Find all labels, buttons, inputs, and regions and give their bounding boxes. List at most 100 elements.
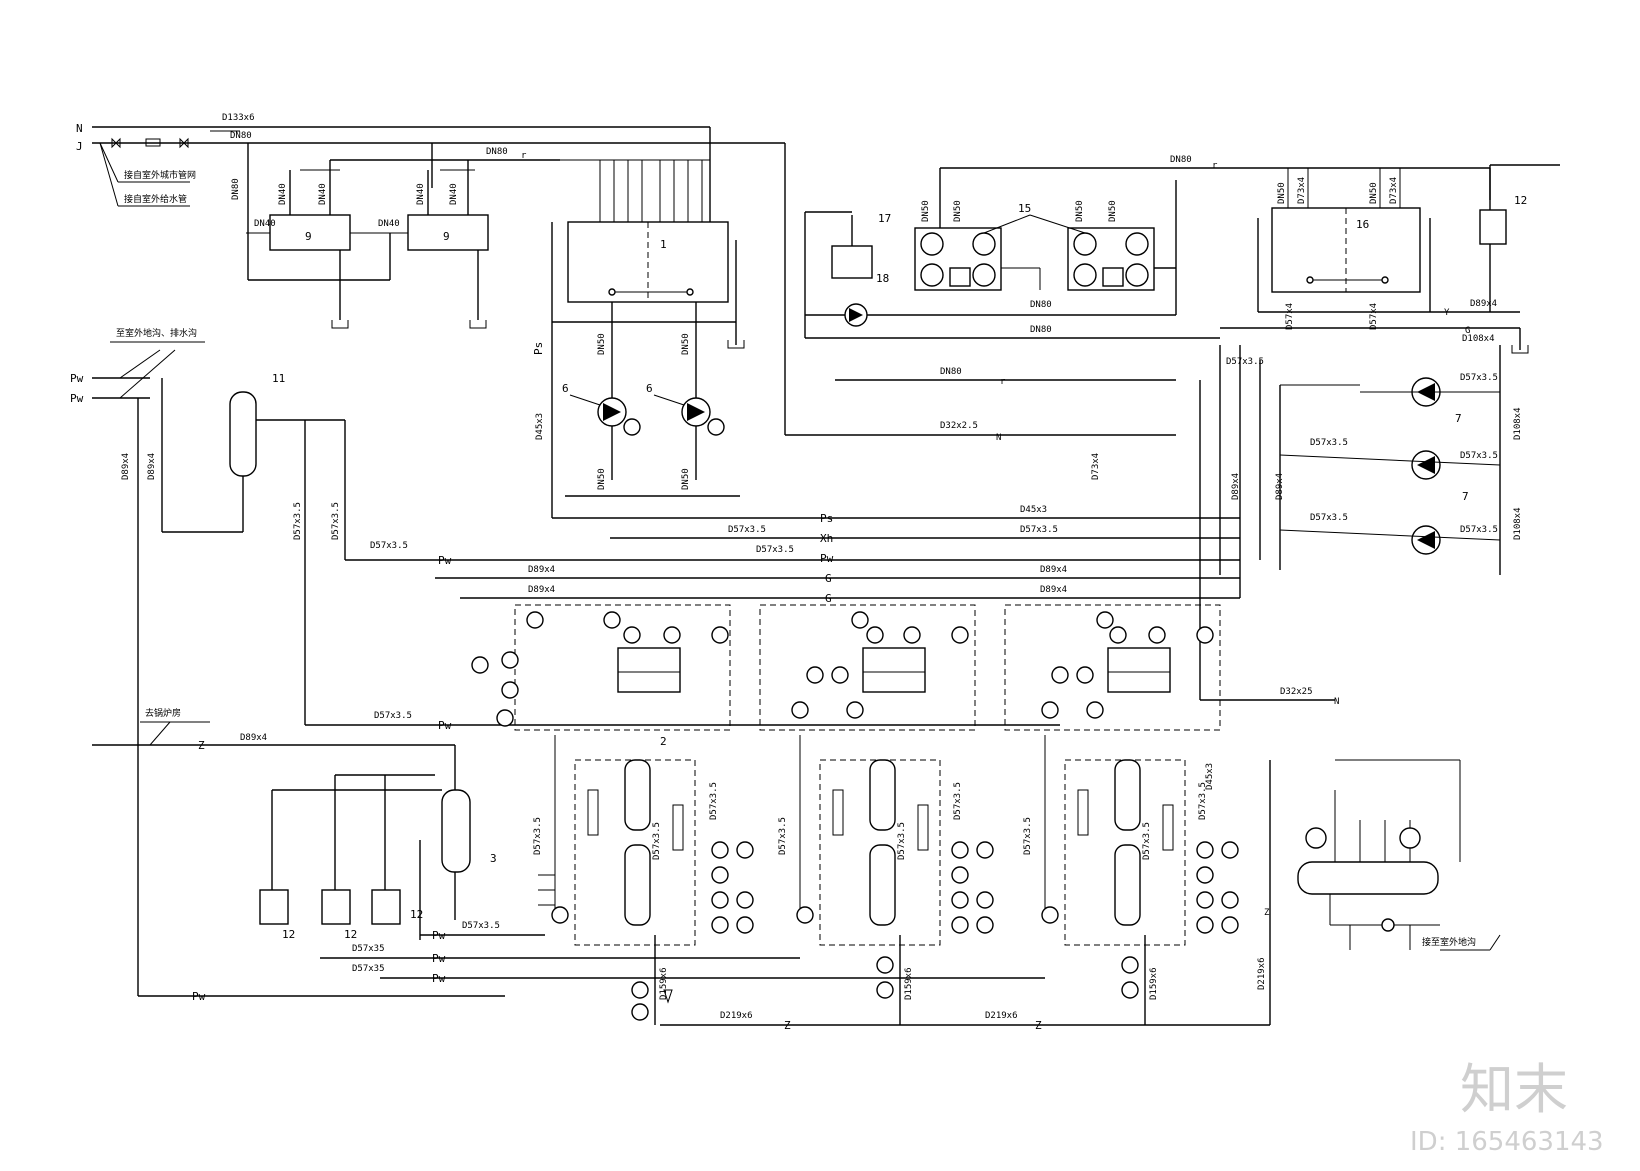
heater-12a xyxy=(259,889,289,925)
pipe-spec-d89-h3: D89x4 xyxy=(528,585,555,595)
note-connect-trench: 接至室外地沟 xyxy=(1422,936,1476,948)
line-label-pw-3: Pw xyxy=(438,554,452,567)
equip-label-6a: 6 xyxy=(562,382,569,395)
tank-16-group: 16 DN50 D73x4 DN50 D73x4 D89x4 Y D108x4 … xyxy=(1220,164,1560,354)
pipe-spec-dn40-a: DN40 xyxy=(278,183,288,205)
boiler-3-drum xyxy=(1114,759,1141,831)
pipe-spec-dn50-a: DN50 xyxy=(597,333,607,355)
equip-label-17: 17 xyxy=(878,212,891,225)
line-label-ps-v: Ps xyxy=(532,342,545,355)
pipe-spec-d89-left1: D89x4 xyxy=(121,453,131,480)
equip-label-6b: 6 xyxy=(646,382,653,395)
pipe-spec-dn40-f: DN40 xyxy=(378,219,400,229)
pipe-spec-dn50-h: DN50 xyxy=(1108,200,1118,222)
pipe-spec-d159-u3: D159x6 xyxy=(1149,967,1159,1000)
pipe-spec-d73-v: D73x4 xyxy=(1091,453,1101,480)
pipe-spec-d89-tr: D89x4 xyxy=(1470,299,1497,309)
line-label-n-mid: N xyxy=(996,433,1001,443)
pipe-spec-d89-v1: D89x4 xyxy=(1231,473,1241,500)
pipe-spec-d73-b: D73x4 xyxy=(1389,177,1399,204)
pipe-spec-d159-u2: D159x6 xyxy=(904,967,914,1000)
pipe-spec-dn40-e: DN40 xyxy=(254,219,276,229)
bottom-left-group: D89x4 Z 去锅炉房 3 12 12 12 Pw D57x3.5 Pw D5… xyxy=(92,707,1045,1003)
equip-label-7a: 7 xyxy=(1455,412,1462,425)
watermark-id: ID: 165463143 xyxy=(1410,1127,1604,1157)
pipe-spec-d108-v2: D108x4 xyxy=(1513,507,1523,540)
equip-label-9a: 9 xyxy=(305,230,312,243)
line-label-pw-6: Pw xyxy=(432,952,446,965)
pipe-spec-d89-v2: D89x4 xyxy=(1275,473,1285,500)
pipe-spec-d57-h3: D57x3.5 xyxy=(756,545,794,555)
boiler-unit-1: 2 D57x3.5 D57x3.5 D57x3.5 D159x6 xyxy=(471,604,754,1025)
watermark-brand: 知末 xyxy=(1460,1058,1568,1121)
heater-12-top xyxy=(1479,209,1507,245)
instrument-pi-header xyxy=(1399,827,1421,849)
equip-label-11: 11 xyxy=(272,372,285,385)
equip-label-12c: 12 xyxy=(410,908,423,921)
line-label-r-top: r xyxy=(521,151,527,161)
pipe-spec-d57-b2: D57x35 xyxy=(352,944,385,954)
line-label-g-2: G xyxy=(825,592,832,605)
line-label-j: J xyxy=(76,140,83,153)
instrument-pi-6b xyxy=(707,418,725,436)
pipe-spec-d57-u1a: D57x3.5 xyxy=(652,822,662,860)
pipe-spec-d45-v: D45x3 xyxy=(535,413,545,440)
pipe-spec-dn80-r2: DN80 xyxy=(940,367,962,377)
instrument-te-u1 xyxy=(526,611,544,629)
line-label-z-1: Z xyxy=(784,1019,791,1032)
pipe-spec-d57-p5: D57x3.5 xyxy=(1310,513,1348,523)
boiler-1-drum xyxy=(624,759,651,831)
line-label-pw-h: Pw xyxy=(820,552,834,565)
pipe-spec-dn80-low: DN80 xyxy=(1030,325,1052,335)
line-label-pw-8: Pw xyxy=(192,990,206,1003)
distribution-header-group: 接至室外地沟 xyxy=(1297,759,1501,951)
line-label-g-tr: G xyxy=(1465,326,1470,336)
pipe-spec-d57-h1: D57x3.5 xyxy=(728,525,766,535)
pipe-spec-d57-u2c: D57x3.5 xyxy=(778,817,788,855)
tank-17 xyxy=(831,245,873,279)
pipe-spec-dn50-f: DN50 xyxy=(953,200,963,222)
pipe-spec-dn50-e: DN50 xyxy=(921,200,931,222)
softener-tank-2 xyxy=(407,214,489,251)
pipe-spec-d57-p4: D57x3.5 xyxy=(1460,451,1498,461)
pipe-spec-d57-l2: D57x3.5 xyxy=(331,502,341,540)
equip-label-12b: 12 xyxy=(344,928,357,941)
line-label-z-left: Z xyxy=(198,739,205,752)
separator-3 xyxy=(441,789,471,873)
heater-12c xyxy=(371,889,401,925)
equip-label-3: 3 xyxy=(490,852,497,865)
instrument-pi-6a xyxy=(623,418,641,436)
pipe-spec-d57-p6: D57x3.5 xyxy=(1460,525,1498,535)
pipe-spec-dn40-d: DN40 xyxy=(449,183,459,205)
pipe-spec-dn50-b: DN50 xyxy=(681,333,691,355)
pipe-spec-d45-u3: D45x3 xyxy=(1205,763,1215,790)
tank-1-inlet-valves xyxy=(599,160,703,222)
pipe-spec-d89-h4: D89x4 xyxy=(1040,585,1067,595)
line-label-n: N xyxy=(76,122,83,135)
pipe-spec-d57-h2: D57x3.5 xyxy=(1020,525,1058,535)
pipe-spec-dn80-top: DN80 xyxy=(230,131,252,141)
pipe-spec-d73-a: D73x4 xyxy=(1297,177,1307,204)
equip-label-7b: 7 xyxy=(1462,490,1469,503)
pipe-spec-d108-v1: D108x4 xyxy=(1513,407,1523,440)
boiler-1-tank xyxy=(617,647,681,693)
line-label-pw-2: Pw xyxy=(70,392,84,405)
equip-label-12-top: 12 xyxy=(1514,194,1527,207)
note-well-water: 接自室外给水管 xyxy=(124,193,187,205)
boiler-unit-3: D57x3.5 D57x3.5 D57x3.5 D159x6 D45x3 xyxy=(1004,604,1239,1025)
line-label-y: Y xyxy=(1444,308,1450,318)
pipe-spec-d89-h2: D89x4 xyxy=(1040,565,1067,575)
pipe-spec-d57-u1c: D57x3.5 xyxy=(533,817,543,855)
boiler-2-tank xyxy=(862,647,926,693)
pipe-spec-d159-u1: D159x6 xyxy=(659,967,669,1000)
pipe-spec-d219-a: D219x6 xyxy=(720,1011,753,1021)
note-to-outdoor: 至室外地沟、排水沟 xyxy=(116,327,197,339)
pipe-spec-dn50-j: DN50 xyxy=(1369,182,1379,204)
pipe-spec-dn80-top-right: DN80 xyxy=(1170,155,1192,165)
equip-label-18: 18 xyxy=(876,272,889,285)
pipe-spec-dn40-c: DN40 xyxy=(416,183,426,205)
tank-1-group: 1 6 6 DN50 DN50 DN50 xyxy=(532,127,745,518)
pipe-spec-d57x4-a: D57x4 xyxy=(1285,303,1295,330)
pipe-spec-d57-b1: D57x3.5 xyxy=(462,921,500,931)
